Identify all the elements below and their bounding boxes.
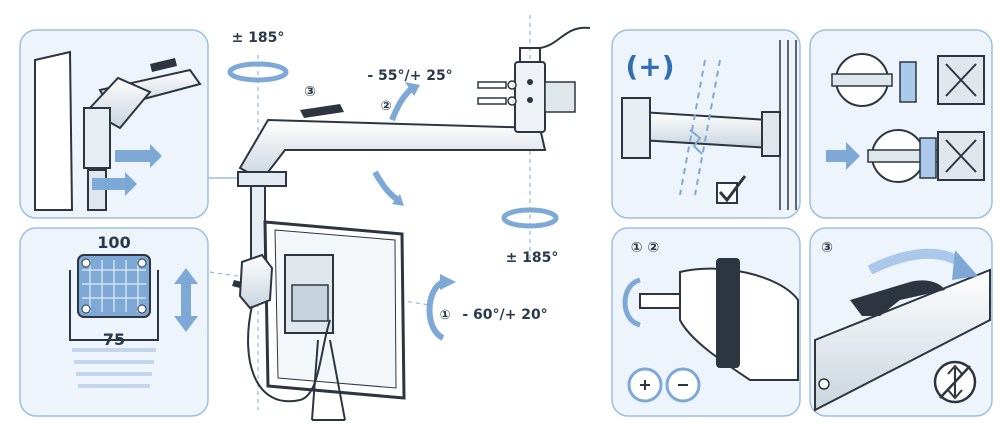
plus-sign: (+) bbox=[625, 50, 674, 83]
step-2-label: ② bbox=[380, 99, 391, 114]
rotation-top-label: ± 185° bbox=[232, 30, 285, 46]
step-3-arm-label: ③ bbox=[304, 84, 316, 100]
panel-arm-clamp-detail bbox=[19, 29, 209, 219]
step-3-panel-label: ③ bbox=[821, 240, 833, 256]
vesa-height-label: 75 bbox=[103, 330, 125, 349]
tilt-monitor-label: - 60°/+ 20° bbox=[462, 307, 547, 323]
panel-rail-extension: (+) bbox=[611, 29, 801, 219]
panel-vesa-adjust: 100 75 bbox=[19, 227, 209, 417]
steps-1-2-label: ① ② bbox=[631, 240, 660, 256]
panel-bracket-install bbox=[809, 29, 993, 219]
step-1-label: ① bbox=[439, 308, 450, 323]
rotation-right-label: ± 185° bbox=[506, 250, 559, 266]
vesa-width-label: 100 bbox=[97, 233, 130, 252]
panel-knob-adjust: ① ② bbox=[611, 227, 801, 417]
tilt-arm-label: - 55°/+ 25° bbox=[367, 68, 452, 84]
panel-lever-lock: ③ bbox=[809, 227, 993, 417]
main-arm-assembly: ± 185° ③ - 55°/+ 25° ② ± 185° bbox=[209, 15, 591, 421]
